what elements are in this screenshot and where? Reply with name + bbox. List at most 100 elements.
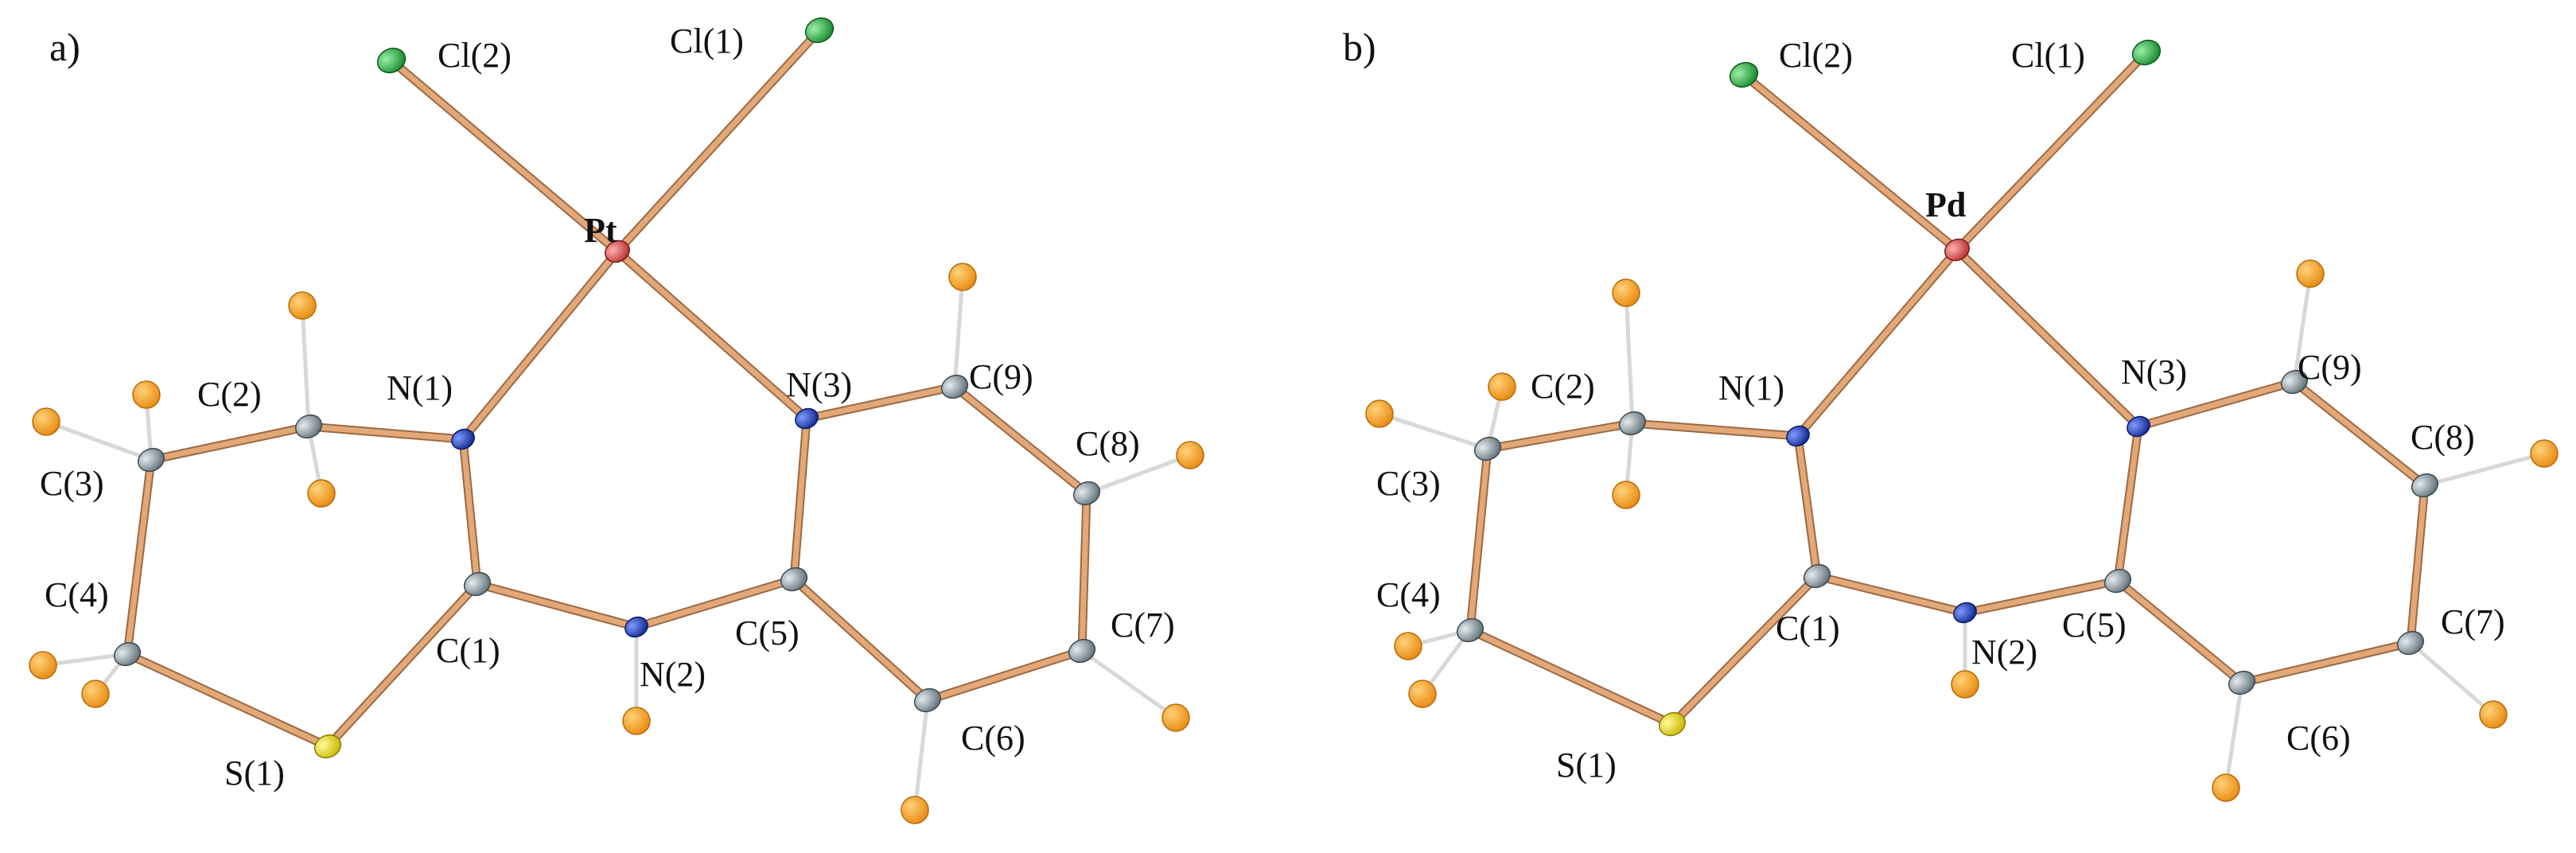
bonds-layer [1377, 48, 2547, 790]
atom-label-c3: C(3) [1376, 464, 1441, 503]
hydrogen-bond [912, 698, 930, 812]
hydrogen-bond [2422, 451, 2547, 488]
atom-n3 [795, 407, 819, 430]
atom-h3 [1488, 372, 1516, 401]
atom-h7 [622, 707, 651, 735]
atom-label-c9: C(9) [2298, 348, 2362, 387]
atom-h1 [1612, 278, 1640, 307]
atom-c9 [2280, 369, 2309, 395]
atom-h2 [307, 479, 336, 508]
bond [2115, 423, 2142, 584]
atom-label-n3: N(3) [2121, 352, 2187, 391]
atom-label-c5: C(5) [735, 613, 800, 652]
panel-b-structure: b) Cl(2) Cl(1) Pd N(1) N(3) C(2) C(9) C(… [1343, 25, 2558, 802]
bond [305, 423, 466, 442]
atom-c5 [2103, 568, 2132, 594]
atom-h6 [1408, 680, 1437, 708]
bond [2291, 379, 2428, 489]
atom-c2 [294, 414, 323, 439]
hydrogen-bond [2408, 641, 2496, 717]
atom-label-s1: S(1) [224, 754, 285, 793]
bond [474, 581, 640, 630]
bond [1814, 573, 1968, 616]
atom-label-n2: N(2) [1971, 633, 2037, 672]
atom-label-n3: N(3) [786, 365, 852, 404]
atom-c4 [1456, 617, 1485, 643]
atom-c8 [2411, 473, 2439, 498]
panel-a-structure: a) Cl(2) Cl(1) Pt N(1) N(3) C(2) C(9) C(… [29, 17, 1204, 824]
hydrogen-bond [41, 652, 130, 668]
atom-h11 [2212, 773, 2240, 802]
bond [2239, 640, 2414, 686]
atom-label-c1: C(1) [436, 631, 500, 670]
atom-label-cl1: Cl(1) [670, 21, 744, 60]
atom-label-cl2: Cl(2) [438, 36, 512, 75]
bond [1485, 420, 1636, 452]
atom-cl2 [1729, 61, 1759, 88]
atom-s1 [1658, 711, 1687, 737]
bond [1962, 578, 2121, 616]
bond [1669, 573, 1820, 727]
atom-h2 [1612, 481, 1640, 509]
atom-c6 [913, 687, 942, 713]
bond [325, 581, 481, 750]
bond [124, 651, 331, 750]
bond [614, 27, 823, 255]
atom-h10 [2479, 700, 2508, 729]
bond [2135, 379, 2298, 430]
atom-c6 [2228, 670, 2256, 695]
atom-label-cl1: Cl(1) [2011, 36, 2085, 75]
hydrogen-bond [1624, 290, 1635, 426]
atom-h11 [901, 796, 929, 824]
atom-h5 [29, 651, 57, 680]
atom-label-c2: C(2) [1531, 367, 1595, 406]
atom-m [605, 240, 630, 263]
atom-h3 [132, 380, 161, 409]
hydrogen-bond [1377, 411, 1490, 451]
atom-c1 [1803, 563, 1831, 589]
bond [791, 415, 810, 582]
atom-m [1944, 238, 1970, 262]
atom-c2 [1618, 411, 1647, 436]
bond [1795, 433, 1820, 579]
bond [633, 576, 797, 630]
panel-label: b) [1343, 25, 1376, 69]
atom-h5 [1394, 632, 1422, 660]
atom-label-c5: C(5) [2062, 606, 2127, 645]
atom-cl2 [376, 47, 407, 74]
bond [124, 457, 154, 657]
atom-label-c6: C(6) [961, 719, 1025, 758]
atom-h4 [32, 407, 60, 436]
bond [1079, 490, 1090, 654]
atom-h9 [1176, 441, 1204, 469]
hydrogen-bond [300, 303, 311, 429]
bond [1954, 49, 2150, 253]
atom-h4 [1365, 399, 1394, 428]
atom-c1 [463, 571, 492, 597]
atom-h8 [2296, 259, 2325, 288]
bond [924, 648, 1085, 703]
atom-label-cl2: Cl(2) [1779, 36, 1853, 75]
bond [804, 384, 958, 422]
atom-label-c2: C(2) [197, 375, 262, 414]
atom-label-s1: S(1) [1556, 746, 1617, 785]
bond [1954, 247, 2142, 430]
bond [460, 436, 481, 587]
atom-c9 [940, 374, 969, 399]
hydrogen-bond [2224, 680, 2244, 790]
bond [1467, 627, 1675, 727]
atom-label-c1: C(1) [1776, 609, 1840, 648]
atom-label-c8: C(8) [2411, 418, 2475, 457]
hydrogen-bond [1080, 649, 1178, 720]
atom-n2 [625, 616, 648, 638]
atom-c3 [137, 447, 165, 473]
atom-label-c6: C(6) [2286, 719, 2351, 758]
atom-s1 [313, 734, 342, 759]
bond [791, 576, 931, 703]
bond [1467, 446, 1491, 633]
atom-h1 [288, 291, 317, 320]
bond [2115, 578, 2245, 686]
atom-h6 [81, 680, 110, 708]
atom-label-c9: C(9) [969, 357, 1033, 396]
bond [1741, 72, 1960, 253]
